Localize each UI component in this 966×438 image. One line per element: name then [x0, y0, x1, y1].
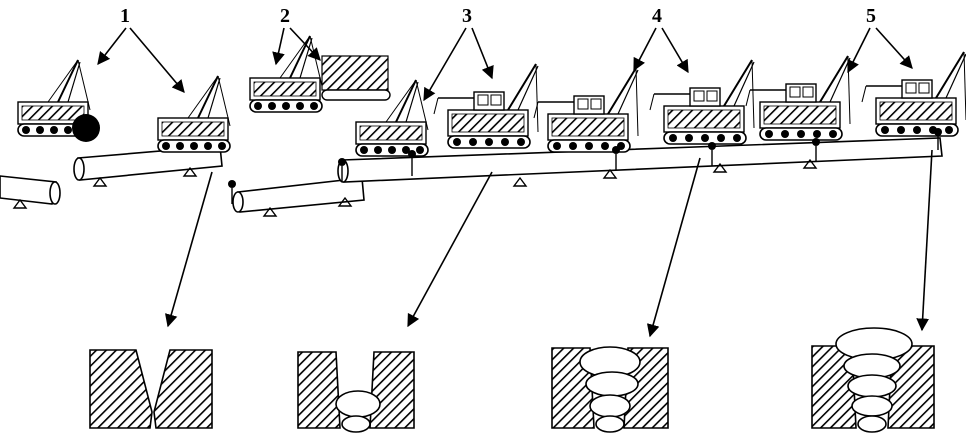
label-4-arrow-a	[633, 27, 657, 72]
label-1-arrow-b	[129, 27, 185, 93]
label-5: 5	[866, 5, 876, 27]
machine-group-4	[533, 59, 755, 153]
pipelayer-group-1	[17, 59, 231, 153]
pointer-joint-4	[916, 149, 933, 332]
weld-section-cap-pass	[811, 327, 935, 433]
label-3: 3	[462, 5, 472, 27]
weld-section-root-pass	[297, 351, 415, 433]
weld-section-root-gap	[89, 349, 213, 429]
welding-drum-icon	[72, 114, 100, 142]
label-3-arrow-a	[423, 27, 467, 102]
pointer-joint-1	[165, 171, 213, 328]
label-2-arrow-a	[272, 27, 285, 66]
label-4-arrow-b	[661, 27, 689, 74]
weld-section-fill-passes	[551, 346, 669, 433]
machine-group-5	[745, 51, 966, 141]
pipe-left-stub	[0, 175, 61, 205]
label-3-arrow-b	[471, 27, 494, 80]
pipe-supports	[12, 158, 818, 217]
workers	[228, 128, 942, 204]
pipe-lower-section	[232, 177, 365, 213]
label-2-arrow-b	[289, 27, 321, 61]
label-4: 4	[652, 5, 662, 27]
label-5-arrow-a	[847, 27, 871, 74]
label-1: 1	[120, 5, 130, 27]
tractor-group-2	[249, 35, 391, 113]
label-2: 2	[280, 5, 290, 27]
label-1-arrow-a	[97, 27, 127, 66]
pointer-joint-2	[407, 171, 493, 328]
label-5-arrow-b	[875, 27, 913, 69]
pointer-joint-3	[646, 157, 701, 338]
pipe-main-line	[337, 137, 943, 183]
